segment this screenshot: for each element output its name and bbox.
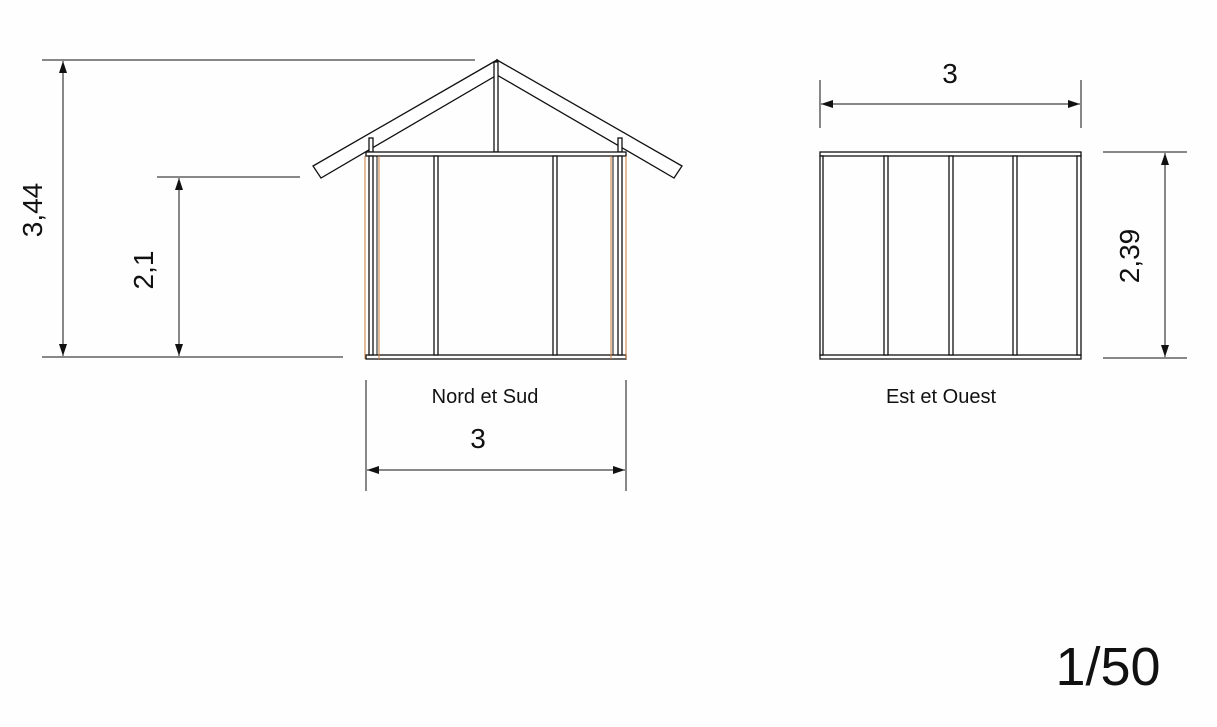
stud (433, 155, 439, 356)
dimension-height: 2,39 (1103, 151, 1187, 359)
bottom-plate (365, 354, 627, 360)
east-west-elevation: 3 2,39 Est et Ouest (819, 58, 1187, 408)
stud (819, 155, 824, 356)
scale-label: 1/50 (1055, 637, 1160, 697)
dimension-total-height: 3,44 (17, 59, 475, 358)
stud (883, 155, 889, 356)
dimension-width: 3 (365, 380, 627, 491)
king-post (493, 61, 499, 153)
roof (312, 58, 683, 179)
dim-label-width: 3 (470, 423, 486, 454)
dim-label-wall-height: 2,1 (128, 251, 159, 290)
stud (1012, 155, 1018, 356)
top-plate (365, 151, 627, 157)
north-south-elevation: 3,44 2,1 3 Nord et Sud (17, 58, 683, 491)
left-rafter (312, 58, 498, 179)
dim-label-height: 2,39 (1114, 229, 1145, 284)
stud (948, 155, 954, 356)
view-label-north-south: Nord et Sud (432, 386, 539, 408)
stud (617, 155, 623, 356)
stud (368, 155, 374, 356)
stud (552, 155, 558, 356)
dimension-wall-height: 2,1 (128, 176, 300, 356)
right-post-top (617, 137, 623, 153)
view-label-east-west: Est et Ouest (886, 386, 996, 408)
stud (1076, 155, 1082, 356)
right-rafter (496, 58, 683, 179)
left-post-top (368, 137, 374, 153)
dimension-width: 3 (819, 58, 1082, 128)
dim-label-total-height: 3,44 (17, 183, 48, 238)
dim-label-width: 3 (942, 58, 958, 89)
